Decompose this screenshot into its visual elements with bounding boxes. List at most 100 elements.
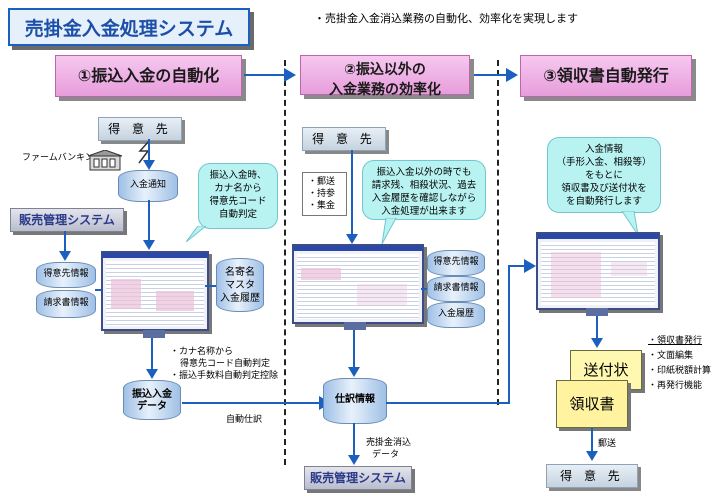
col3-bubble-line: を自動発行します (565, 196, 642, 207)
arrow-head (586, 451, 598, 461)
master-db: 名寄名 マスタ 入金履歴 (216, 258, 264, 312)
divider-1 (284, 60, 286, 465)
col3-feature: ・印紙税額計算 (648, 366, 712, 376)
arrow-head (146, 369, 158, 379)
col1-bubble: 振込入金時、 カナ名から 得意先コード 自動判定 (198, 163, 278, 229)
divider-2 (497, 60, 499, 405)
arrow-line (386, 402, 510, 404)
col2-method: ・持参 (308, 189, 336, 199)
arrow-line (148, 200, 150, 240)
cover-letter-label: 送付状 (583, 361, 629, 379)
col3-bubble-line: 領収書及び送付状を (561, 183, 647, 194)
col2-method: ・集金 (308, 201, 336, 211)
db-history-2-label: 入金履歴 (437, 309, 474, 319)
subtitle: ・売掛金入金消込業務の自動化、効率化を実現します (314, 12, 578, 25)
col3-bubble-line: 入金情報 (584, 144, 623, 155)
master-db-line: 名寄名 (225, 267, 255, 278)
arrow-line (351, 150, 353, 236)
col3-bubble-line: （手形入金、相殺等） (556, 157, 652, 168)
phase-2-label-line1: ②振込以外の (344, 62, 426, 78)
col1-sales-system-box: 販売管理システム (10, 208, 124, 232)
phase-arrow-1-line (244, 74, 286, 76)
receipt-doc: 領収書 (556, 380, 628, 428)
col1-bubble-line: カナ名から (214, 183, 262, 194)
arrow-line (95, 289, 101, 291)
db-history-2: 入金履歴 (427, 302, 485, 328)
col2-screen (292, 244, 424, 324)
col1-customer-box: 得 意 先 (98, 117, 182, 141)
master-db-line: マスタ (225, 280, 255, 291)
db-customer-info-1-label: 得意先情報 (43, 269, 89, 279)
col3-feature: ・文面編集 (648, 351, 694, 361)
arrow-line (508, 265, 510, 404)
col2-bubble-tail (380, 217, 400, 245)
arrow-line (591, 428, 593, 452)
col1-screen-stand (143, 330, 165, 338)
db-customer-info-2: 得意先情報 (427, 250, 485, 276)
db-invoice-info-1: 請求書情報 (36, 290, 96, 318)
transfer-data-db: 振込入金 データ (123, 380, 181, 420)
arrow-line (353, 423, 355, 456)
col2-bubble-line: 入金履歴を確認しながら (371, 193, 477, 204)
col1-screen (101, 251, 209, 331)
arrow-line (596, 316, 598, 340)
arrow-line (151, 338, 153, 370)
col1-bubble-line: 得意先コード (209, 196, 267, 207)
arrow-line (205, 285, 216, 287)
page-title: 売掛金入金処理システム (24, 18, 234, 40)
col1-note: ・カナ名称から (170, 347, 234, 357)
col3-screen (536, 232, 660, 310)
col1-note: ・振込手数料自動判定控除 (170, 371, 279, 381)
phase-3-label: ③領収書自動発行 (543, 66, 669, 85)
phase-arrow-2-line (474, 74, 508, 76)
col2-bubble: 振込入金以外の時でも 請求残、相殺状況、過去 入金履歴を確認しながら 入金処理が… (362, 160, 486, 220)
col3-feature: ・領収書発行 (648, 336, 703, 346)
deposit-notice-label: 入金通知 (129, 180, 166, 190)
auto-journal-label: 自動仕訳 (226, 415, 263, 425)
phase-1-label: ①振込入金の自動化 (77, 66, 220, 85)
col2-sales-system-box: 販売管理システム (304, 466, 412, 490)
arrow-line (508, 265, 526, 267)
receipt-label: 領収書 (569, 395, 615, 413)
col1-notes: ・カナ名称から 得意先コード自動判定 ・振込手数料自動判定控除 (170, 346, 278, 382)
col2-bubble-line: 請求残、相殺状況、過去 (371, 180, 477, 191)
col3-features: ・領収書発行 ・文面編集 ・印紙税額計算 ・再発行機能 (648, 334, 711, 394)
col3-screen-stand (586, 308, 608, 316)
phase-2-header: ②振込以外の 入金業務の効率化 (300, 55, 470, 98)
col3-feature: ・再発行機能 (648, 381, 703, 391)
phase-arrow-2-head (506, 68, 518, 82)
signal-icon (135, 140, 155, 164)
deposit-notice-db: 入金通知 (118, 170, 178, 202)
col1-bubble-line: 振込入金時、 (209, 170, 267, 181)
col3-bubble-line: をもとに (585, 170, 623, 181)
db-invoice-info-2-label: 請求書情報 (433, 283, 479, 293)
col2-screen-stand (344, 322, 366, 330)
arrow-head (143, 240, 155, 250)
arrow-head (348, 367, 360, 377)
arrow-line (182, 402, 320, 404)
phase-1-header: ①振込入金の自動化 (55, 55, 242, 97)
arrow-line (421, 288, 427, 290)
phase-arrow-1-head (284, 68, 296, 82)
col3-bubble: 入金情報 （手形入金、相殺等） をもとに 領収書及び送付状を を自動発行します (547, 137, 661, 213)
col2-customer-box: 得 意 先 (302, 127, 386, 151)
transfer-data-line: 振込入金 (132, 389, 172, 400)
col3-bubble-tail (620, 210, 640, 236)
col3-customer-box: 得 意 先 (546, 464, 638, 488)
ar-clearing-line: データ (372, 450, 400, 460)
arrow-head (346, 234, 358, 244)
col2-method: ・郵送 (308, 177, 336, 187)
firm-banking-label: ファームバンキング (22, 153, 103, 163)
col1-bubble-tail (185, 225, 208, 243)
arrow-line (64, 231, 66, 253)
ar-clearing-line: 売掛金消込 (366, 438, 412, 448)
journal-info-db: 仕訳情報 (323, 378, 387, 424)
transfer-data-line: データ (137, 401, 167, 412)
arrow-line (148, 139, 150, 161)
arrow-line (353, 330, 355, 368)
phase-3-header: ③領収書自動発行 (520, 55, 692, 97)
bank-building-icon (87, 149, 124, 172)
db-customer-info-2-label: 得意先情報 (433, 257, 479, 267)
db-invoice-info-2: 請求書情報 (427, 276, 485, 302)
arrow-head (524, 259, 536, 273)
